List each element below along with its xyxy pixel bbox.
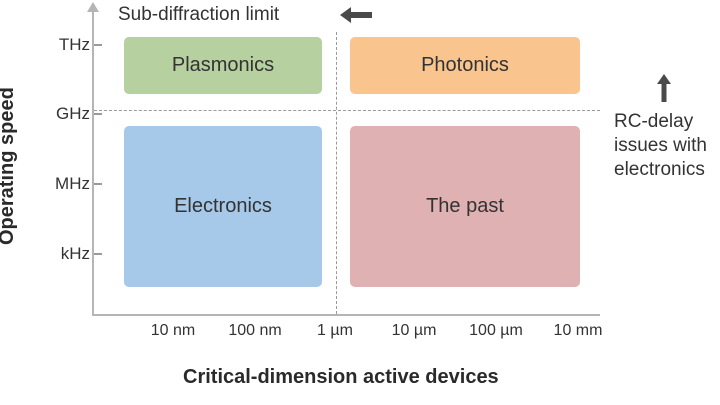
up-arrow-icon	[657, 74, 671, 102]
y-tickmark-ghz	[94, 113, 102, 115]
region-electronics-label: Electronics	[174, 195, 272, 217]
x-axis-title: Critical-dimension active devices	[183, 366, 499, 388]
x-tick-100um: 100 µm	[469, 322, 523, 339]
region-photonics: Photonics	[350, 37, 580, 94]
rc-delay-line-2: issues with	[614, 135, 707, 156]
x-tick-10mm: 10 mm	[553, 322, 603, 339]
region-electronics: Electronics	[124, 126, 322, 287]
x-axis-line	[92, 314, 600, 316]
y-tickmark-thz	[94, 44, 102, 46]
region-past-label: The past	[426, 195, 504, 217]
x-tick-100nm: 100 nm	[228, 322, 282, 339]
region-plasmonics-label: Plasmonics	[171, 54, 275, 76]
left-arrow-icon	[340, 7, 372, 23]
y-tick-ghz: GHz	[56, 104, 90, 123]
y-axis-title: Operating speed	[0, 87, 18, 245]
y-tickmark-khz	[94, 253, 102, 255]
diffraction-boundary-dashed-line	[336, 32, 337, 314]
region-plasmonics: Plasmonics	[124, 37, 322, 94]
region-past: The past	[350, 126, 580, 287]
y-axis-line	[92, 8, 94, 316]
y-tickmark-mhz	[94, 183, 102, 185]
x-tick-10um: 10 µm	[391, 322, 437, 339]
y-tick-mhz: MHz	[55, 174, 90, 193]
y-tick-khz: kHz	[60, 244, 90, 263]
rc-delay-line-1: RC-delay	[614, 111, 694, 132]
x-tick-10nm: 10 nm	[150, 322, 196, 339]
region-photonics-label: Photonics	[421, 54, 509, 76]
y-axis-arrow-icon	[87, 2, 99, 12]
sub-diffraction-label: Sub-diffraction limit	[118, 4, 280, 25]
ghz-boundary-dashed-line	[94, 110, 600, 111]
y-tick-thz: THz	[58, 35, 90, 54]
rc-delay-line-3: electronics	[614, 159, 705, 180]
x-tick-1um: 1 µm	[317, 322, 353, 339]
